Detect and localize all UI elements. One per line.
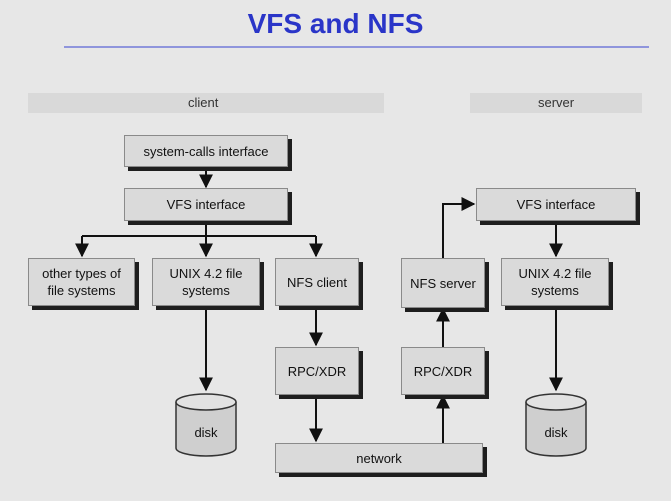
network-box: network: [275, 443, 483, 473]
server-column-label: server: [538, 95, 575, 110]
server-column-band: [470, 93, 642, 113]
nfs-client-box: NFS client: [275, 258, 359, 306]
other-file-systems-box: other types of file systems: [28, 258, 135, 306]
server-unix-file-systems-box: UNIX 4.2 file systems: [501, 258, 609, 306]
disk-server-icon: disk: [525, 393, 587, 457]
slide-title: VFS and NFS: [247, 8, 424, 39]
arrow-nfs-server-to-vfs: [442, 197, 476, 258]
client-column-band: [28, 93, 384, 113]
disk-server-label: disk: [544, 425, 568, 440]
client-column-label: client: [188, 95, 219, 110]
system-calls-interface-box: system-calls interface: [124, 135, 288, 167]
title-underline: [64, 46, 649, 48]
disk-client-label: disk: [194, 425, 218, 440]
disk-client-icon: disk: [175, 393, 237, 457]
server-vfs-interface-box: VFS interface: [476, 188, 636, 221]
client-vfs-interface-box: VFS interface: [124, 188, 288, 221]
client-rpc-xdr-box: RPC/XDR: [275, 347, 359, 395]
server-rpc-xdr-box: RPC/XDR: [401, 347, 485, 395]
client-unix-file-systems-box: UNIX 4.2 file systems: [152, 258, 260, 306]
nfs-server-box: NFS server: [401, 258, 485, 308]
